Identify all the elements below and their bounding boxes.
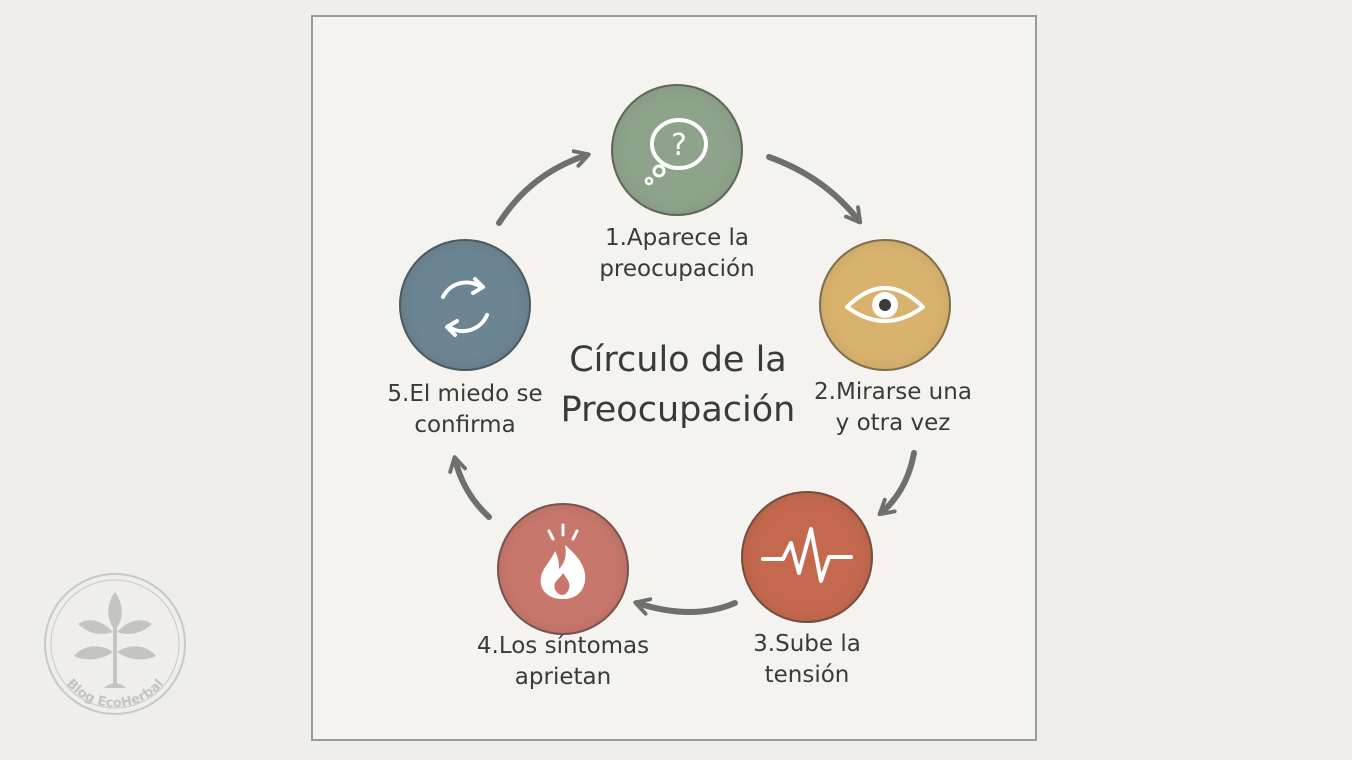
step-5-label: 5.El miedo se confirma bbox=[345, 379, 585, 441]
step-4-label: 4.Los síntomas aprietan bbox=[443, 631, 683, 693]
step-2-label: 2.Mirarse una y otra vez bbox=[773, 377, 1013, 439]
step-2-line1: 2.Mirarse una bbox=[814, 379, 972, 405]
title-line-2: Preocupación bbox=[560, 390, 796, 430]
flame-icon bbox=[540, 523, 586, 599]
diagram-card: ? 1.Aparece la preocupación 2.Mirarse un… bbox=[311, 15, 1037, 741]
step-5-line1: 5.El miedo se bbox=[387, 381, 543, 407]
step-4-line2: aprietan bbox=[514, 664, 612, 690]
step-1-line1: 1.Aparece la bbox=[604, 225, 750, 251]
arrow-4-to-5 bbox=[448, 455, 492, 520]
title-line-1: Círculo de la bbox=[569, 340, 787, 380]
step-1-label: 1.Aparece la preocupación bbox=[557, 223, 797, 285]
eye-icon bbox=[845, 286, 925, 323]
step-3-circle bbox=[741, 491, 873, 623]
step-2-circle bbox=[819, 239, 951, 371]
step-3-line1: 3.Sube la bbox=[753, 631, 861, 657]
step-5-line2: confirma bbox=[414, 412, 516, 438]
arrow-5-to-1 bbox=[496, 149, 591, 226]
step-1-line2: preocupación bbox=[599, 256, 755, 282]
cycle-arrows bbox=[448, 149, 917, 616]
step-2-line2: y otra vez bbox=[835, 410, 951, 436]
step-4-circle bbox=[497, 503, 629, 635]
svg-text:?: ? bbox=[671, 128, 687, 163]
step-5-circle bbox=[399, 239, 531, 371]
step-3-line2: tensión bbox=[764, 662, 850, 688]
step-4-line1: 4.Los síntomas bbox=[476, 633, 650, 659]
step-1-circle: ? bbox=[611, 84, 743, 216]
arrow-3-to-4 bbox=[633, 597, 738, 616]
cycle-icon bbox=[441, 277, 489, 337]
step-3-label: 3.Sube la tensión bbox=[687, 629, 927, 691]
ecoherbal-logo: Blog EcoHerbal bbox=[44, 573, 186, 715]
arrow-1-to-2 bbox=[766, 154, 863, 225]
question-bubble-icon: ? bbox=[644, 118, 708, 186]
arrow-2-to-3 bbox=[877, 450, 917, 517]
diagram-title: Círculo de la Preocupación bbox=[533, 335, 823, 435]
plant-icon bbox=[74, 592, 156, 688]
heartbeat-icon bbox=[761, 527, 853, 583]
